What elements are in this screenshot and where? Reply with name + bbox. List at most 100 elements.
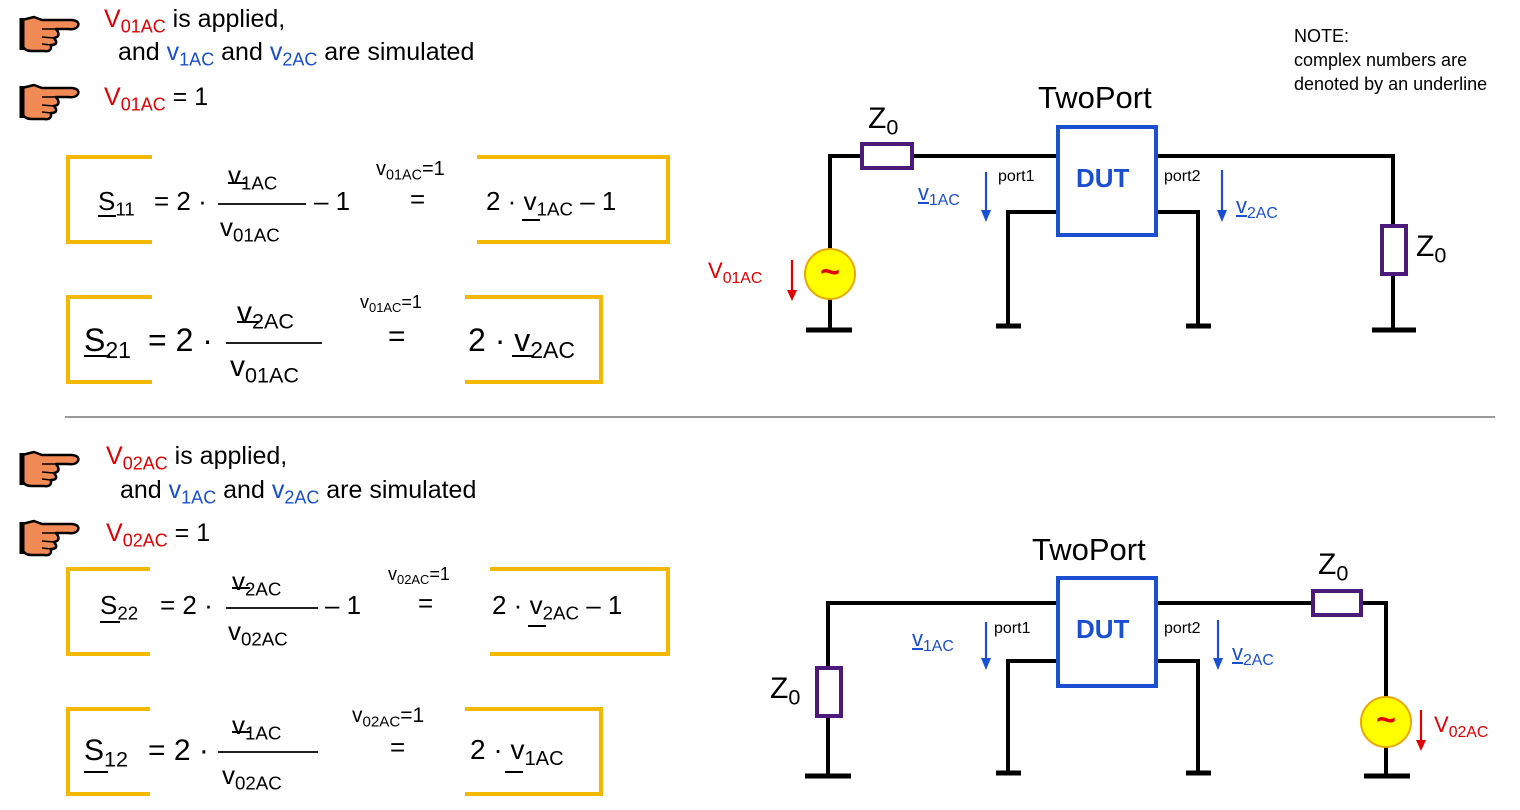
equals-factor: = 2 · <box>154 186 207 216</box>
v2-label: v2AC <box>271 476 320 508</box>
bullet-text: = 1 <box>172 83 209 111</box>
condition: v01AC=1 <box>360 292 422 315</box>
bracket-s12-left <box>66 707 150 796</box>
load-resistor <box>1380 224 1408 276</box>
numerator: v2AC <box>237 296 295 334</box>
condition: v02AC=1 <box>388 564 450 587</box>
ground-symbols <box>805 770 1410 779</box>
v1-label: v1AC <box>918 180 960 209</box>
wires <box>826 601 1388 776</box>
dut-box <box>1056 125 1158 237</box>
dut-label: DUT <box>1076 614 1130 644</box>
equals-factor: = 2 · <box>148 734 209 767</box>
equals-sign: = <box>388 320 406 353</box>
complex-underlines <box>84 182 546 773</box>
result: 2 · v2AC – 1 <box>492 590 623 624</box>
source-label: V01AC <box>104 83 166 115</box>
z0-series-label: Z0 <box>868 102 899 140</box>
bullet-text: and <box>120 476 162 504</box>
note-line: complex numbers are <box>1294 50 1468 70</box>
numerator: v1AC <box>232 710 282 744</box>
pointing-hand-icon <box>22 17 78 51</box>
dut-box <box>1056 576 1158 688</box>
series-resistor <box>860 142 914 170</box>
ac-source <box>1360 696 1412 748</box>
s-parameter: S12 <box>84 734 129 772</box>
bracket-s11-left <box>66 155 152 244</box>
equation-brackets <box>66 155 670 796</box>
bullet-text: are simulated <box>324 38 475 66</box>
result: 2 · v2AC <box>468 322 576 363</box>
denominator: v01AC <box>230 350 300 388</box>
source-label: V02AC <box>106 442 168 474</box>
circuit-2: ~ <box>805 576 1426 779</box>
equals-sign: = <box>410 184 426 214</box>
v2-label: v2AC <box>269 38 318 70</box>
circuit-1: ~ <box>787 125 1416 333</box>
load-resistor <box>815 666 843 718</box>
note-line: NOTE: <box>1294 26 1350 46</box>
result: 2 · v1AC – 1 <box>486 186 617 220</box>
s-parameter: S22 <box>100 590 139 624</box>
z0-load-label: Z0 <box>770 672 801 710</box>
twoport-title: TwoPort <box>1032 532 1146 567</box>
bracket-s22-right <box>490 567 670 656</box>
bullet-4: V02AC = 1 <box>106 518 211 551</box>
port1-label: port1 <box>994 620 1031 637</box>
numerator: v1AC <box>228 160 278 194</box>
v1-label: v1AC <box>912 626 954 655</box>
minus-one: – 1 <box>314 186 351 216</box>
arrows <box>787 170 1227 301</box>
z0-load-label: Z0 <box>1416 230 1447 268</box>
source-label: V01AC <box>104 5 166 37</box>
v2-label: v2AC <box>1232 640 1274 669</box>
bullet-text: are simulated <box>326 476 477 504</box>
equals-sign: = <box>418 588 434 618</box>
source-label: V02AC <box>1434 712 1489 741</box>
z0-series-label: Z0 <box>1318 548 1349 586</box>
twoport-title: TwoPort <box>1038 80 1152 115</box>
dut-label: DUT <box>1076 163 1130 193</box>
fraction-bars <box>218 203 322 753</box>
condition: v02AC=1 <box>352 704 425 731</box>
numerator: v2AC <box>232 566 282 600</box>
denominator: v02AC <box>228 616 288 650</box>
ground-symbols <box>806 323 1416 333</box>
note-line: denoted by an underline <box>1294 74 1488 94</box>
v1-label: v1AC <box>168 476 217 508</box>
port2-label: port2 <box>1164 620 1201 637</box>
note: NOTE: complex numbers are denoted by an … <box>1294 24 1487 96</box>
source-tilde: ~ <box>1376 701 1396 739</box>
arrows <box>981 620 1426 751</box>
bracket-s11-right <box>477 155 670 244</box>
source-label: V02AC <box>106 519 168 551</box>
bullet-text: = 1 <box>174 519 211 547</box>
bracket-s12-right <box>465 707 603 796</box>
bullet-text: and <box>221 38 263 66</box>
pointing-hand-icon <box>22 521 78 555</box>
s-parameter: S11 <box>98 186 135 220</box>
bracket-s21-right <box>465 295 603 384</box>
port2-label: port2 <box>1164 168 1201 185</box>
source-label: V01AC <box>708 258 763 287</box>
minus-one: – 1 <box>325 590 362 620</box>
equals-factor: = 2 · <box>148 322 213 358</box>
bracket-s22-left <box>66 567 150 656</box>
equals-factor: = 2 · <box>160 590 213 620</box>
denominator: v02AC <box>222 760 282 794</box>
series-resistor <box>1311 589 1363 617</box>
bullet-1-line1: V01AC is applied, <box>104 4 286 37</box>
bullet-3-line2: and v1AC and v2AC are simulated <box>120 475 477 508</box>
bullet-text: is applied, <box>174 442 288 470</box>
pointing-hand-icon <box>22 85 78 119</box>
v1-label: v1AC <box>166 38 215 70</box>
pointing-hand-icon <box>22 452 78 486</box>
ac-source <box>804 248 856 300</box>
wires <box>828 154 1395 330</box>
bullet-text: is applied, <box>172 5 286 33</box>
bullet-1-line2: and v1AC and v2AC are simulated <box>118 37 475 70</box>
s-parameter: S21 <box>84 322 131 363</box>
port1-label: port1 <box>998 168 1035 185</box>
